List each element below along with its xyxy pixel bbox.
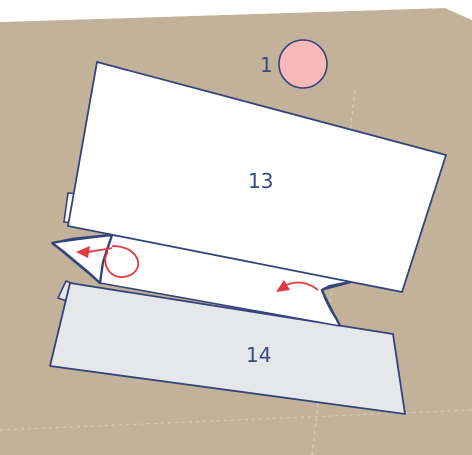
right-tear-edge: [320, 278, 361, 327]
left-fold-arrow: [104, 245, 139, 278]
lower-piece-label: 14: [246, 343, 271, 367]
upper-piece-13: [67, 61, 447, 293]
right-fold-arrow: [283, 281, 319, 291]
upper-piece-label: 13: [248, 169, 273, 193]
step-marker-circle: [278, 39, 328, 89]
background-corner: [0, 0, 472, 22]
left-arrow-shaft: [87, 247, 113, 253]
step-number: 1: [260, 53, 273, 77]
right-fold-arrowhead: [276, 280, 290, 292]
left-fold-arrowhead: [76, 246, 90, 258]
fold-line-horizontal: [0, 409, 472, 431]
